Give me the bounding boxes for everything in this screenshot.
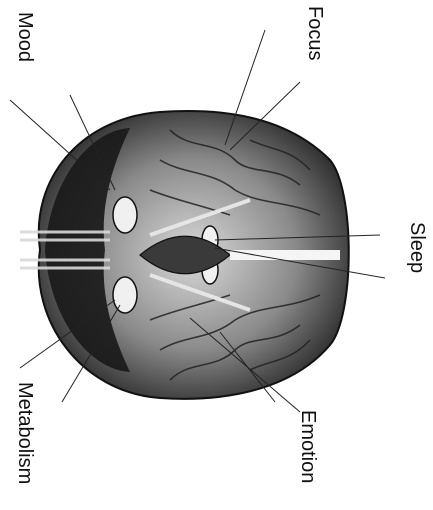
label-mood: Mood: [15, 12, 35, 62]
label-focus: Focus: [305, 6, 325, 60]
brain-illustration: [20, 111, 349, 399]
label-metabolism: Metabolism: [15, 382, 35, 484]
label-sleep: Sleep: [407, 222, 427, 273]
label-emotion: Emotion: [298, 410, 318, 483]
